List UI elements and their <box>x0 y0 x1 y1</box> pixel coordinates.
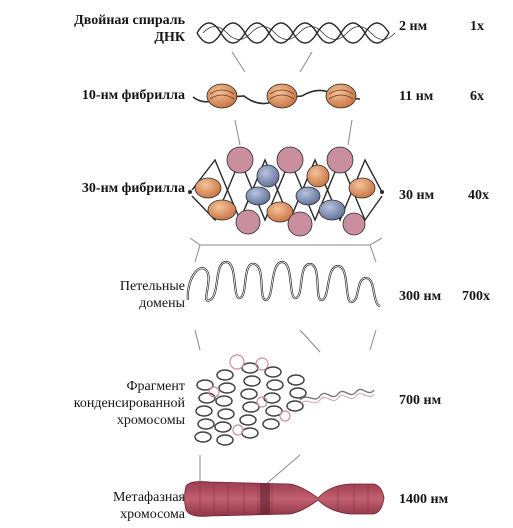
condensed-fragment <box>195 355 374 445</box>
fibril-10nm <box>193 84 360 108</box>
loop-domains <box>188 262 380 306</box>
nucleosome <box>343 213 365 235</box>
nucleosome <box>195 178 221 198</box>
metaphase-chromosome <box>185 482 385 517</box>
nucleosome <box>227 147 253 173</box>
nucleosome <box>307 165 329 187</box>
nucleosome <box>208 200 236 220</box>
nucleosome <box>296 187 320 205</box>
nucleosome <box>207 84 237 108</box>
nucleosome <box>267 84 297 108</box>
nucleosome <box>257 165 279 187</box>
nucleosome <box>319 200 345 220</box>
nucleosome <box>277 147 303 173</box>
nucleosome <box>246 187 270 205</box>
nucleosome <box>349 178 375 198</box>
nucleosome <box>327 147 353 173</box>
nucleosome <box>236 210 260 234</box>
dna-double-helix <box>197 23 395 43</box>
fibril-30nm <box>188 147 384 236</box>
nucleosome <box>326 84 356 108</box>
highlighted-band <box>260 484 270 514</box>
nucleosome <box>288 212 312 236</box>
